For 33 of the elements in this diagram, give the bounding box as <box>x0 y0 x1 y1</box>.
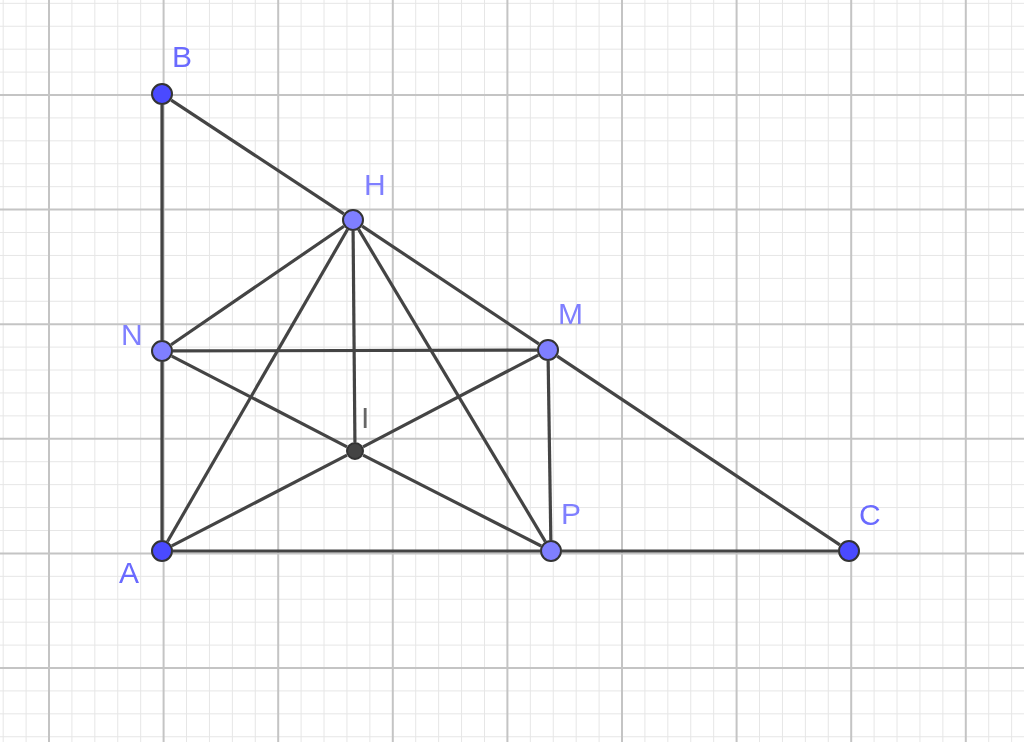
line-segment <box>351 231 357 442</box>
line-segment <box>166 228 349 543</box>
line-segment <box>171 453 348 548</box>
line-segment <box>546 360 553 541</box>
line-segment <box>170 98 345 216</box>
point-label: C <box>859 500 881 530</box>
line-segment <box>170 224 345 347</box>
line-segment <box>362 353 539 449</box>
point-label: N <box>121 320 143 350</box>
line-segment <box>171 354 348 449</box>
point-marker <box>151 540 173 562</box>
point-label: H <box>364 170 386 200</box>
point-marker <box>540 540 562 562</box>
line-segment <box>173 549 540 553</box>
line-segment <box>362 453 542 548</box>
point-label: A <box>119 558 139 588</box>
point-marker <box>346 442 364 460</box>
point-marker <box>151 340 173 362</box>
point-label: P <box>561 499 581 529</box>
line-segment <box>160 362 164 540</box>
line-segment <box>562 549 838 553</box>
line-segment <box>357 228 547 543</box>
point-marker <box>342 209 364 231</box>
point-marker <box>151 83 173 105</box>
point-label: I <box>361 403 370 433</box>
point-marker <box>838 540 860 562</box>
point-marker <box>537 339 559 361</box>
point-label: M <box>558 299 583 329</box>
line-segment <box>361 224 540 346</box>
line-segment <box>160 105 164 340</box>
point-label: B <box>172 42 192 72</box>
line-segment <box>556 354 841 547</box>
line-segment <box>173 348 537 353</box>
